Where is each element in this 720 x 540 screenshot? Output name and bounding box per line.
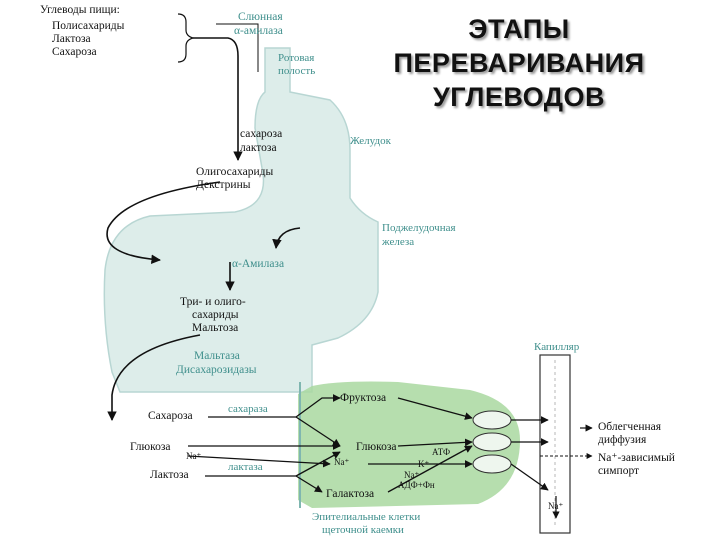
oligosaccharides-label: Олигосахариды	[196, 166, 274, 178]
sucrase-label: сахараза	[228, 403, 268, 415]
na-symport-line-2: симпорт	[598, 465, 640, 477]
title-line-3: УГЛЕВОДОВ	[432, 82, 606, 112]
dextrins-label: Декстрины	[196, 179, 251, 191]
epithelial-cells-line-1: Эпителиальные клетки	[312, 511, 421, 523]
galactose-label: Галактоза	[326, 488, 375, 500]
pancreas-line-2: железа	[382, 236, 415, 248]
salivary-amylase-line-1: Слюнная	[238, 11, 283, 23]
salivary-amylase-line-2: α-амилаза	[234, 25, 283, 37]
transporter-low	[472, 454, 512, 474]
sodium-cell-label: Na⁺	[334, 457, 350, 467]
transporter-mid	[472, 432, 512, 452]
stomach-sucrose: сахароза	[240, 128, 283, 140]
na-symport-line-1: Na⁺-зависимый	[598, 452, 675, 464]
lactose-label: Лактоза	[150, 469, 189, 481]
tri-oligo-label-line-1: Три- и олиго-	[180, 296, 246, 308]
lactase-label: лактаза	[228, 461, 263, 473]
fructose-label: Фруктоза	[340, 392, 387, 404]
oral-cavity-line-1: Ротовая	[278, 52, 315, 64]
facilitated-diffusion-line-2: диффузия	[598, 434, 647, 446]
food-item-polysaccharides: Полисахариды	[52, 20, 125, 32]
pancreatic-amylase-label: α-Амилаза	[232, 258, 285, 270]
glucose-lumen-label: Глюкоза	[130, 441, 171, 453]
title-line-1: ЭТАПЫ	[468, 14, 570, 44]
sodium-lumen-label: Na⁺	[186, 451, 202, 461]
oral-cavity-line-2: полость	[278, 65, 316, 77]
atp-label: АТФ	[432, 447, 451, 457]
potassium-label: K⁺	[418, 459, 430, 469]
disaccharidases-label: Дисахарозидазы	[176, 364, 257, 376]
glucose-cell-label: Глюкоза	[356, 441, 397, 453]
facilitated-diffusion-line-1: Облегченная	[598, 421, 662, 433]
epithelial-cells-line-2: щеточной каемки	[322, 524, 404, 536]
food-header: Углеводы пищи:	[40, 4, 120, 16]
pancreas-line-1: Поджелудочная	[382, 222, 456, 234]
title-line-2: ПЕРЕВАРИВАНИЯ	[393, 48, 645, 78]
maltase-label: Мальтаза	[194, 350, 240, 362]
food-brace	[177, 13, 196, 63]
capillary-label: Капилляр	[534, 341, 580, 353]
food-item-sucrose: Сахароза	[52, 46, 97, 58]
food-item-lactose: Лактоза	[52, 33, 91, 45]
adp-label: АДФ+Фн	[398, 480, 435, 490]
stomach-lactose: лактоза	[240, 142, 277, 154]
stomach-label: Желудок	[350, 135, 391, 147]
sodium-capillary-label: Na⁺	[548, 501, 564, 511]
sodium-pump-label: Na⁺	[404, 470, 420, 480]
tri-oligo-label-line-2: сахариды	[192, 309, 239, 321]
digestive-tract	[103, 47, 379, 393]
sucrose-label: Сахароза	[148, 410, 193, 422]
maltose-label: Мальтоза	[192, 322, 239, 334]
transporter-top	[472, 410, 512, 430]
page-title: ЭТАПЫ ПЕРЕВАРИВАНИЯ УГЛЕВОДОВ	[360, 12, 678, 114]
